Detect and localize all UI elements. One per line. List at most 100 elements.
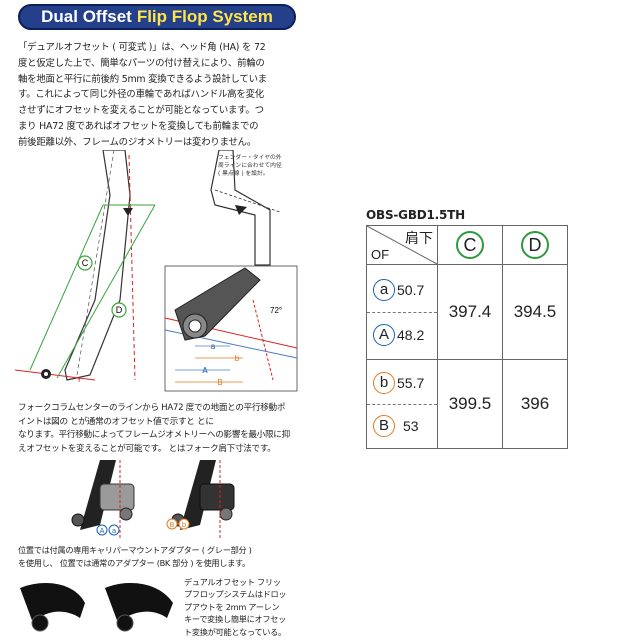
adapter-caption-line: 位置では付属の専用キャリパーマウントアダプター ( グレー部分 ): [18, 545, 252, 555]
offset-A: A 48.2: [373, 313, 437, 357]
ha-line: [252, 299, 274, 381]
dim-B-label: B: [217, 378, 223, 387]
title-yellow: Flip Flop System: [136, 7, 273, 26]
dim-a-label: a: [211, 342, 216, 351]
intro-line: す。これによって同じ外径の車輪であればハンドル高を変化: [18, 89, 264, 101]
c-line: [29, 204, 104, 371]
c-marker: [77, 255, 93, 271]
flip-line: ト変換が可能となっている。: [184, 626, 286, 637]
title-banner: Dual Offset Flip Flop System: [18, 4, 296, 30]
b-value: 55.7: [397, 374, 425, 391]
crown-vent-icon: [235, 205, 247, 215]
c-circle: C: [456, 231, 484, 259]
bk-adapter: [199, 483, 235, 511]
caption-line: なります。平行移動によってフレームジオメトリーへの影響を最小限に抑: [18, 430, 290, 441]
caption-line: えオフセットを変えることが可能です。 とはフォーク肩下寸法です。: [18, 444, 276, 455]
spec-table: 肩下 OF C D a 50.7 A 48.2 397.4 394.5 b: [366, 225, 568, 449]
dropout-axle-inner: [188, 319, 202, 333]
intro-line: させずにオフセットを変えることが可能となっています。つ: [18, 105, 264, 117]
b-circle: b: [373, 371, 395, 394]
table-row: b 55.7 B 53 399.5 396: [366, 359, 568, 449]
red-line: [15, 369, 96, 381]
axle-icon: [71, 513, 85, 527]
dropout-photos: [15, 578, 180, 642]
flip-line: プアウトを 2mm アーレン: [184, 601, 280, 612]
dim-A-label: A: [202, 366, 208, 375]
dropout-photo-right: [105, 583, 173, 623]
corner-bottom: OF: [371, 247, 390, 262]
A-circle: A: [373, 323, 395, 346]
d-circle: D: [521, 231, 549, 259]
caption-line: フォークコラムセンターのラインから HA72 度での地面との平行移動ポ: [18, 403, 286, 413]
header-c: C: [437, 225, 503, 265]
red-line: [128, 154, 136, 381]
label-a: a: [112, 527, 116, 535]
label-b: b: [182, 521, 187, 529]
intro-line: まり HA72 度であればオフセットを変換しても前輪までの: [18, 120, 259, 132]
dropout-photo-left: [20, 583, 85, 623]
corner-cell: 肩下 OF: [366, 225, 438, 265]
title-white: Dual Offset: [41, 7, 132, 26]
fender-note-line: 周ラインに合わせて内径: [218, 163, 282, 169]
d-marker: [111, 302, 127, 318]
bolt-icon: [119, 507, 133, 521]
d-label: D: [116, 305, 123, 315]
offset-a: a 50.7: [373, 268, 437, 312]
offset-caption: フォークコラムセンターのラインから HA72 度での地面との平行移動ポ イントは…: [18, 402, 303, 457]
intro-line: 度と仮定した上で、簡単なパーツの付け替えにより、前輪の: [18, 57, 265, 69]
angle-label: Y: [76, 376, 82, 384]
label-a-circle: [108, 524, 120, 536]
fender-note-line: フェンダー・タイヤの外: [218, 155, 282, 161]
intro-line: 「デュアルオフセット ( 可変式 )」は、ヘッド角 (HA) を 72: [18, 42, 266, 53]
a-value: 50.7: [397, 281, 425, 298]
dim-b-label: b: [234, 354, 239, 363]
offset-cell: a 50.7 A 48.2: [366, 264, 438, 360]
divider: [367, 311, 437, 313]
crown-dash: [214, 189, 281, 213]
d-value: 396: [502, 359, 568, 449]
offset-b: b 55.7: [373, 362, 437, 404]
a-circle: a: [373, 278, 395, 301]
offset-B: B 53: [373, 405, 437, 447]
caption-line: イントは図の とが通常のオフセット値で示すと とに: [18, 416, 214, 427]
label-b-circle: [178, 518, 190, 530]
flip-line: デュアルオフセット フリッ: [184, 577, 281, 587]
d-value: 394.5: [502, 264, 568, 360]
adapter-illustration: B b A a: [71, 460, 235, 540]
angle-72: 72°: [270, 306, 282, 315]
c-value: 397.4: [437, 264, 503, 360]
intro-line: 軸を地面と平行に前後約 5mm 変換できるよう設計していま: [18, 73, 267, 85]
flip-line: プフロップシステムはドロッ: [184, 589, 287, 600]
flip-flop-text: デュアルオフセット フリッ プフロップシステムはドロッ プアウトを 2mm アー…: [184, 576, 287, 638]
flip-line: キーで変換し簡単にオフセッ: [184, 614, 287, 625]
diagonal-icon: [367, 226, 437, 264]
gray-adapter: [99, 483, 135, 511]
table-row: a 50.7 A 48.2 397.4 394.5: [366, 264, 568, 360]
offset-cell: b 55.7 B 53: [366, 359, 438, 449]
fender-note: フェンダー・タイヤの外 周ラインに合わせて内径 ( 黒点線 ) を設計。: [218, 154, 282, 178]
fork-diagram: C D Y 72° a b A B: [15, 150, 298, 392]
B-circle: B: [373, 414, 395, 437]
c-value: 399.5: [437, 359, 503, 449]
adapter-caption: 位置では付属の専用キャリパーマウントアダプター ( グレー部分 ) を使用し、 …: [18, 544, 303, 569]
c-label: C: [82, 258, 89, 268]
bolt-icon: [219, 507, 233, 521]
dropout-hole: [31, 614, 49, 632]
table-header-row: 肩下 OF C D: [366, 225, 568, 265]
adapter-caption-line: を使用し、 位置では通常のアダプター (BK 部分 ) を使用します。: [18, 557, 250, 568]
header-d: D: [502, 225, 568, 265]
label-A-circle: [96, 524, 108, 536]
label-B: B: [170, 521, 175, 529]
fork-leg-right: [180, 460, 216, 530]
label-B-circle: [166, 518, 178, 530]
d-line: [56, 204, 156, 379]
intro-paragraph: 「デュアルオフセット ( 可変式 )」は、ヘッド角 (HA) を 72 度と仮定…: [18, 40, 300, 151]
fork-blade: [64, 150, 131, 381]
fender-note-line: ( 黒点線 ) を設計。: [218, 171, 269, 177]
A-value: 48.2: [397, 326, 425, 343]
divider: [367, 403, 437, 405]
dropout-hole: [116, 614, 134, 632]
table-title: OBS-GBD1.5TH: [366, 208, 466, 222]
intro-line: 前後距離以外、フレームのジオメトリーは変わりません。: [18, 136, 256, 148]
axle-inner-icon: [44, 372, 48, 376]
